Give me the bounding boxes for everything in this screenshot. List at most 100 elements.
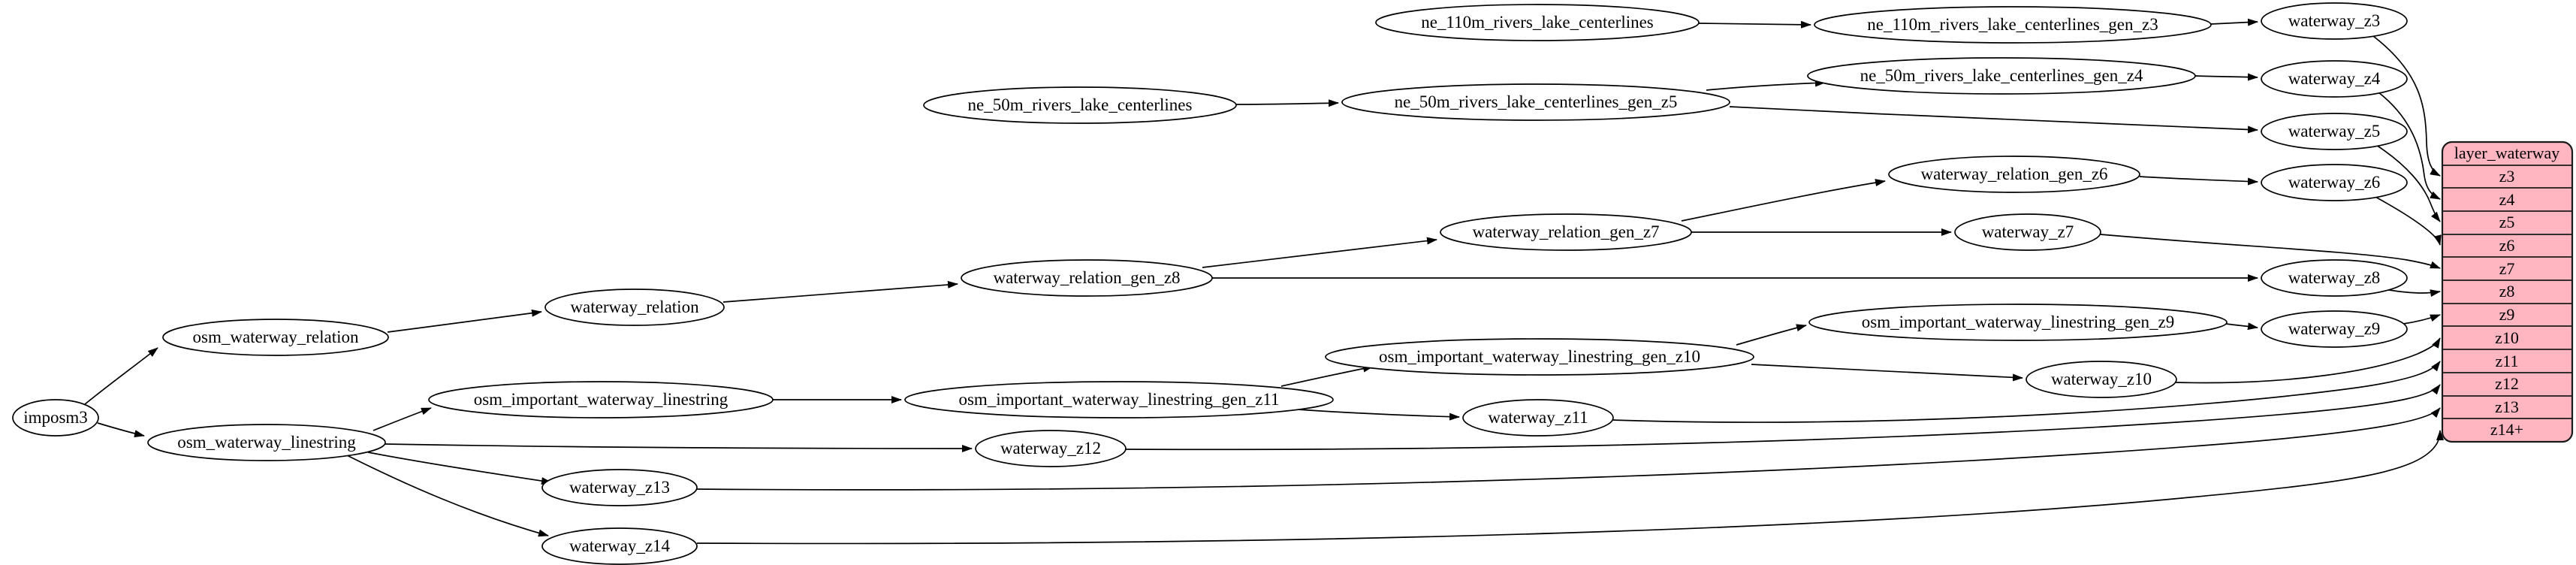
node-label: waterway_z4	[2288, 69, 2381, 88]
node-label: ne_110m_rivers_lake_centerlines_gen_z3	[1867, 15, 2158, 34]
node-osm_important_waterway_linestring_gen_z11: osm_important_waterway_linestring_gen_z1…	[904, 381, 1334, 418]
node-waterway_z3: waterway_z3	[2261, 2, 2408, 40]
edge-osm_waterway_linestring-waterway_z12	[385, 443, 973, 452]
node-osm_waterway_linestring: osm_waterway_linestring	[147, 424, 386, 461]
table-row-z4: z4	[2499, 190, 2515, 209]
table-row-z14plus: z14+	[2490, 420, 2523, 439]
node-waterway_z9: waterway_z9	[2261, 310, 2408, 348]
table-row-z13: z13	[2495, 397, 2519, 416]
node-label: ne_50m_rivers_lake_centerlines_gen_z4	[1860, 66, 2143, 85]
node-osm_important_waterway_linestring_gen_z9: osm_important_waterway_linestring_gen_z9	[1808, 304, 2228, 341]
edge-osm_waterway_linestring-waterway_z13	[367, 452, 552, 485]
table-row-z9: z9	[2499, 305, 2515, 324]
node-label: ne_110m_rivers_lake_centerlines	[1421, 13, 1654, 32]
nodes-layer: imposm3 osm_waterway_relation osm_waterw…	[12, 2, 2408, 565]
table-row-z10: z10	[2495, 328, 2519, 347]
edge-gen_z3-waterway_z3	[2210, 18, 2258, 26]
table-row-z5: z5	[2499, 213, 2515, 231]
edge-gen_z5-gen_z4	[1706, 79, 1826, 91]
table-row-z8: z8	[2499, 282, 2515, 301]
node-waterway_z7: waterway_z7	[1954, 213, 2101, 251]
node-label: osm_important_waterway_linestring_gen_z1…	[1379, 347, 1700, 366]
edge-waterway_z14-row_z14plus	[696, 430, 2444, 545]
edge-waterway_z3-row_z3	[2372, 35, 2441, 177]
node-waterway_z5: waterway_z5	[2261, 113, 2408, 150]
node-waterway_z8: waterway_z8	[2261, 259, 2408, 297]
node-waterway_z4: waterway_z4	[2261, 60, 2408, 98]
edge-ne_110m-gen_z3	[1698, 20, 1811, 29]
node-label: waterway_z6	[2288, 173, 2381, 192]
edge-gen_z10-gen_z9	[1736, 324, 1807, 346]
node-label: waterway_relation	[570, 298, 699, 316]
node-label: waterway_z5	[2288, 122, 2381, 140]
node-waterway_relation_gen_z6: waterway_relation_gen_z6	[1888, 156, 2140, 193]
node-label: imposm3	[23, 408, 88, 427]
node-label: waterway_z9	[2288, 319, 2381, 338]
node-label: waterway_z7	[1982, 222, 2074, 241]
edge-gen_z11-waterway_z11	[1297, 409, 1460, 421]
edge-gen_z8-gen_z7	[1202, 237, 1437, 268]
edge-imposm3-osm_waterway_linestring	[97, 422, 145, 437]
node-label: osm_waterway_linestring	[177, 433, 356, 452]
node-ne_50m_rivers_lake_centerlines_gen_z4: ne_50m_rivers_lake_centerlines_gen_z4	[1807, 57, 2196, 95]
node-label: waterway_z12	[1000, 439, 1101, 458]
edge-waterway_z4-row_z4	[2378, 92, 2441, 200]
node-ne_50m_rivers_lake_centerlines: ne_50m_rivers_lake_centerlines	[923, 86, 1237, 124]
edge-waterway_z9-row_z9	[2403, 314, 2441, 325]
node-label: waterway_z10	[2051, 370, 2152, 388]
node-waterway_z11: waterway_z11	[1462, 399, 1614, 437]
node-label: ne_50m_rivers_lake_centerlines	[968, 95, 1193, 114]
edge-gen_z10-waterway_z10	[1751, 364, 2023, 382]
edge-gen_z7-gen_z6	[1681, 179, 1886, 222]
node-label: waterway_relation_gen_z8	[993, 268, 1180, 287]
node-ne_110m_rivers_lake_centerlines_gen_z3: ne_110m_rivers_lake_centerlines_gen_z3	[1814, 6, 2212, 44]
edge-waterway_z10-row_z10	[2175, 337, 2441, 384]
table-row-z7: z7	[2499, 259, 2515, 278]
edge-ne_50m-gen_z5	[1235, 99, 1339, 107]
node-label: waterway_z14	[569, 536, 671, 555]
node-label: osm_waterway_relation	[193, 328, 359, 346]
edge-gen_z5-waterway_z5	[1729, 106, 2258, 134]
edge-osm_waterway_linestring-waterway_z14	[346, 455, 549, 537]
node-label: osm_important_waterway_linestring	[474, 390, 728, 409]
edge-waterway_z8-row_z8	[2384, 289, 2441, 298]
layer-waterway-table: layer_waterway z3 z4 z5 z6 z7 z8 z9 z10 …	[2441, 140, 2574, 443]
node-waterway_z13: waterway_z13	[541, 469, 698, 506]
edge-waterway_z13-row_z13	[696, 407, 2441, 491]
node-label: waterway_z13	[569, 478, 670, 497]
node-ne_50m_rivers_lake_centerlines_gen_z5: ne_50m_rivers_lake_centerlines_gen_z5	[1341, 83, 1730, 121]
node-ne_110m_rivers_lake_centerlines: ne_110m_rivers_lake_centerlines	[1375, 4, 1700, 41]
node-waterway_z10: waterway_z10	[2026, 361, 2177, 398]
table-background	[2441, 140, 2574, 443]
table-row-z11: z11	[2496, 352, 2519, 370]
node-label: waterway_z8	[2288, 268, 2381, 287]
node-waterway_relation_gen_z7: waterway_relation_gen_z7	[1440, 213, 1692, 251]
edge-imposm3-osm_waterway_relation	[84, 347, 158, 405]
edge-gen_z4-waterway_z4	[2194, 73, 2258, 81]
table-header: layer_waterway	[2454, 144, 2559, 162]
edge-waterway_z12-row_z12	[1125, 384, 2441, 451]
edge-osm_waterway_linestring-osm_important_waterway_linestring	[373, 407, 432, 431]
table-row-z12: z12	[2495, 374, 2519, 393]
node-waterway_relation: waterway_relation	[544, 289, 725, 326]
edge-gen_z6-waterway_z6	[2139, 176, 2258, 186]
edge-gen_z11-gen_z10	[1280, 364, 1374, 387]
node-osm_waterway_relation: osm_waterway_relation	[162, 319, 389, 356]
edge-waterway_z7-row_z7	[2100, 234, 2441, 269]
node-osm_important_waterway_linestring_gen_z10: osm_important_waterway_linestring_gen_z1…	[1325, 338, 1754, 376]
edge-gen_z9-waterway_z9	[2225, 322, 2258, 331]
node-waterway_relation_gen_z8: waterway_relation_gen_z8	[961, 259, 1213, 297]
edge-waterway_relation-gen_z8	[722, 280, 958, 303]
node-label: waterway_relation_gen_z6	[1920, 165, 2107, 183]
node-imposm3: imposm3	[12, 399, 99, 437]
node-label: waterway_z3	[2288, 11, 2381, 30]
node-waterway_z12: waterway_z12	[975, 430, 1127, 467]
edge-waterway_z11-row_z11	[1612, 361, 2441, 423]
table-row-z3: z3	[2499, 167, 2515, 186]
node-label: osm_important_waterway_linestring_gen_z1…	[958, 390, 1279, 409]
node-label: waterway_relation_gen_z7	[1472, 222, 1659, 241]
edge-waterway_z5-row_z5	[2375, 144, 2441, 222]
edge-osm_waterway_relation-waterway_relation	[387, 309, 542, 333]
